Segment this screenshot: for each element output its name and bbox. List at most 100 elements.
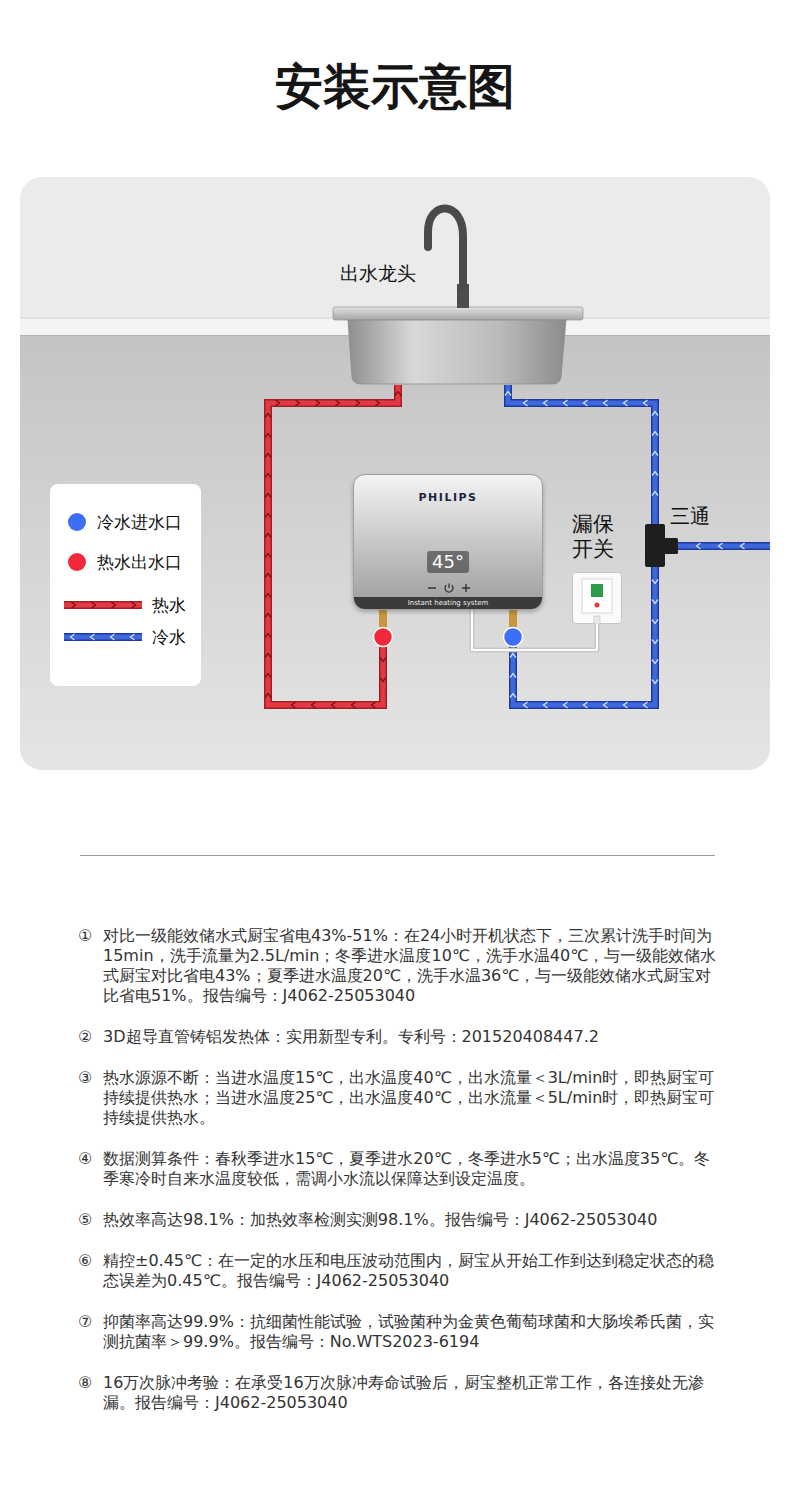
node-text: Instant heating system bbox=[354, 597, 542, 609]
footnote: ③热水源源不断：当进水温度15℃，出水温度40℃，出水流量＜3L/min时，即热… bbox=[78, 1068, 725, 1128]
pipe-core bbox=[64, 635, 142, 640]
flow-chevron bbox=[584, 702, 588, 708]
footnote: ④数据测算条件：春秋季进水15℃，夏季进水20℃，冬季进水5℃；出水温度35℃。… bbox=[78, 1149, 725, 1189]
footnote-text: 抑菌率高达99.9%：抗细菌性能试验，试验菌种为金黄色葡萄球菌和大肠埃希氏菌，实… bbox=[103, 1312, 725, 1352]
flow-chevron bbox=[510, 654, 516, 658]
flow-chevron bbox=[276, 400, 280, 406]
node-label: 出水龙头 bbox=[340, 261, 416, 287]
node-text: 45° bbox=[427, 551, 469, 573]
legend-text: 热水 bbox=[152, 593, 186, 617]
legend-swatch bbox=[68, 513, 86, 531]
faucet-sink: 出水龙头 bbox=[335, 255, 585, 385]
flow-chevron bbox=[352, 702, 356, 708]
flow-chevron bbox=[265, 434, 271, 438]
callout-number: ⑦ bbox=[78, 1312, 103, 1352]
flow-chevron bbox=[372, 702, 376, 708]
flow-chevron bbox=[336, 400, 340, 406]
node-label: PHILIPS bbox=[354, 491, 542, 504]
footnote: ⑦抑菌率高达99.9%：抗细菌性能试验，试验菌种为金黄色葡萄球菌和大肠埃希氏菌，… bbox=[78, 1312, 725, 1352]
flow-chevron bbox=[296, 400, 300, 406]
legend-box: 冷水进水口热水出水口热水冷水 bbox=[50, 484, 201, 686]
legend-text: 热水出水口 bbox=[97, 550, 182, 574]
flow-chevron bbox=[544, 702, 548, 708]
flow-chevron bbox=[652, 472, 658, 476]
cabinet-background bbox=[20, 335, 770, 770]
flow-chevron bbox=[92, 602, 96, 608]
test-button bbox=[595, 603, 600, 608]
flow-chevron bbox=[652, 640, 658, 644]
flow-chevron bbox=[604, 400, 608, 406]
flow-chevron bbox=[265, 494, 271, 498]
flow-chevron bbox=[652, 680, 658, 684]
notes-list: ①对比一级能效储水式厨宝省电43%-51%：在24小时开机状态下，三次累计洗手时… bbox=[78, 926, 725, 1434]
flow-chevron bbox=[510, 674, 516, 678]
flow-chevron bbox=[544, 400, 548, 406]
flow-chevron bbox=[697, 543, 701, 549]
node-label: 三通 bbox=[670, 503, 710, 530]
footnote-text: 热效率高达98.1%：加热效率检测实测98.1%。报告编号：J4062-2505… bbox=[103, 1210, 725, 1230]
flow-chevron bbox=[395, 392, 401, 396]
legend-line-sample bbox=[63, 630, 143, 644]
connector-layer bbox=[265, 385, 658, 708]
flow-chevron bbox=[265, 654, 271, 658]
flow-chevron bbox=[652, 660, 658, 664]
flow-chevron bbox=[132, 602, 136, 608]
flow-chevron bbox=[652, 412, 658, 416]
flow-chevron bbox=[652, 580, 658, 584]
legend-line-sample bbox=[63, 598, 143, 612]
flow-chevron bbox=[524, 400, 528, 406]
flow-chevron bbox=[72, 602, 76, 608]
scene-panel bbox=[20, 177, 770, 770]
switch-housing bbox=[573, 573, 622, 624]
flow-chevron bbox=[380, 658, 386, 662]
callout-number: ② bbox=[78, 1027, 103, 1047]
flow-chevron bbox=[265, 414, 271, 418]
footnote-text: 16万次脉冲考验：在承受16万次脉冲寿命试验后，厨宝整机正常工作，各连接处无渗漏… bbox=[103, 1373, 725, 1413]
flow-chevron bbox=[505, 392, 511, 396]
brass-fitting bbox=[509, 609, 517, 629]
sink-bowl bbox=[348, 320, 566, 384]
flow-chevron bbox=[652, 452, 658, 456]
flow-chevron bbox=[624, 702, 628, 708]
flow-chevron bbox=[644, 400, 648, 406]
tee-branch bbox=[664, 538, 678, 554]
sink-rim bbox=[333, 307, 583, 320]
flow-chevron bbox=[265, 614, 271, 618]
page-title: 安装示意图 bbox=[0, 56, 790, 116]
pipe-core bbox=[64, 603, 142, 608]
legend-text: 冷水 bbox=[152, 625, 186, 649]
legend-entry: 冷水 bbox=[50, 625, 201, 649]
callout-number: ① bbox=[78, 926, 103, 1006]
flow-chevron bbox=[265, 694, 271, 698]
flow-chevron bbox=[265, 634, 271, 638]
flow-chevron bbox=[652, 492, 658, 496]
leakage-switch-device bbox=[572, 572, 622, 624]
control-buttons bbox=[354, 581, 543, 595]
footnote-text: 数据测算条件：春秋季进水15℃，夏季进水20℃，冬季进水5℃；出水温度35℃。冬… bbox=[103, 1149, 725, 1189]
flow-chevron bbox=[624, 400, 628, 406]
legend-entry: 冷水进水口 bbox=[50, 510, 201, 534]
leakage-switch: 漏保开关 bbox=[566, 512, 628, 624]
flow-chevron bbox=[564, 400, 568, 406]
tee-body bbox=[645, 524, 665, 567]
switch-toggle bbox=[591, 584, 603, 597]
cold-inlet-dot bbox=[504, 628, 523, 647]
flow-chevron bbox=[524, 702, 528, 708]
flow-chevron bbox=[312, 702, 316, 708]
flow-chevron bbox=[510, 694, 516, 698]
flow-chevron bbox=[719, 543, 723, 549]
legend-swatch bbox=[68, 553, 86, 571]
hot-water-pipe bbox=[64, 601, 142, 609]
callout-number: ⑤ bbox=[78, 1210, 103, 1230]
pipe-stub bbox=[653, 503, 658, 527]
flow-chevron bbox=[332, 702, 336, 708]
heater-fittings bbox=[374, 609, 523, 647]
footnote-text: 精控±0.45℃：在一定的水压和电压波动范围内，厨宝从开始工作到达到稳定状态的稳… bbox=[103, 1251, 725, 1291]
footnote-text: 对比一级能效储水式厨宝省电43%-51%：在24小时开机状态下，三次累计洗手时间… bbox=[103, 926, 725, 1006]
power-button bbox=[445, 584, 453, 593]
flow-chevron bbox=[316, 400, 320, 406]
flow-chevron bbox=[652, 620, 658, 624]
flow-chevron bbox=[265, 554, 271, 558]
legend-entry: 热水出水口 bbox=[50, 550, 201, 574]
flow-chevron bbox=[604, 702, 608, 708]
